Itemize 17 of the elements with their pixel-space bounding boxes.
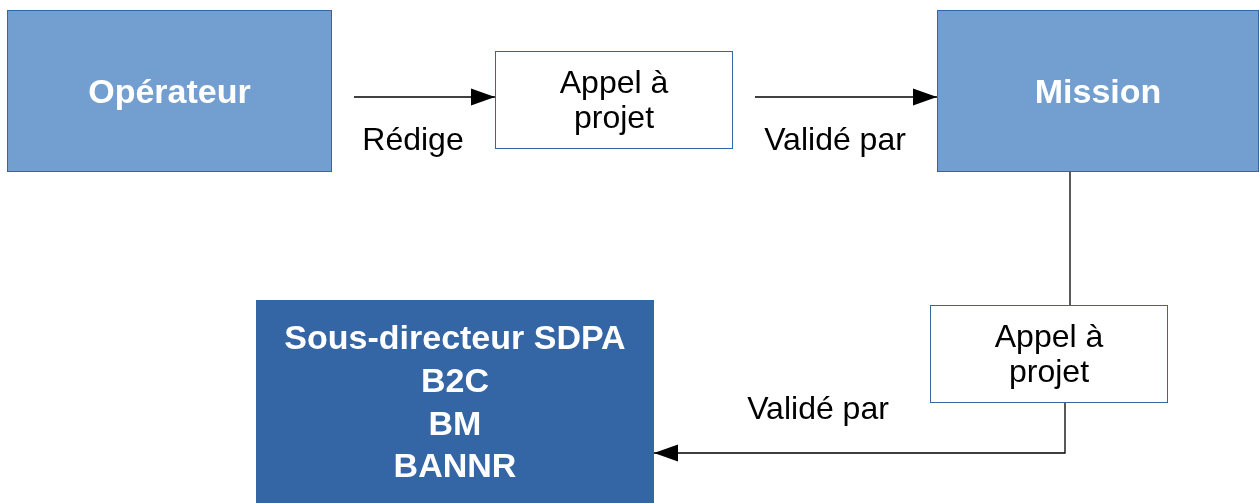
arrow — [653, 402, 1066, 462]
box-text: BM — [428, 402, 482, 444]
arrow — [754, 88, 938, 106]
document-box — [495, 51, 733, 149]
actor-box — [937, 10, 1259, 172]
box-text: Appel à projet — [993, 318, 1105, 390]
actor-box — [7, 10, 332, 172]
document-box — [930, 305, 1168, 403]
box-text: Appel à projet — [558, 64, 670, 136]
box-text: Opérateur — [88, 71, 251, 111]
box-text: BANNR — [393, 445, 517, 487]
connector-line — [1069, 171, 1071, 306]
validator-box — [256, 300, 654, 503]
box-text: Sous-directeur SDPA — [284, 316, 626, 358]
box-text: Mission — [1034, 71, 1162, 111]
box-text: B2C — [421, 359, 489, 401]
arrow — [353, 88, 496, 106]
